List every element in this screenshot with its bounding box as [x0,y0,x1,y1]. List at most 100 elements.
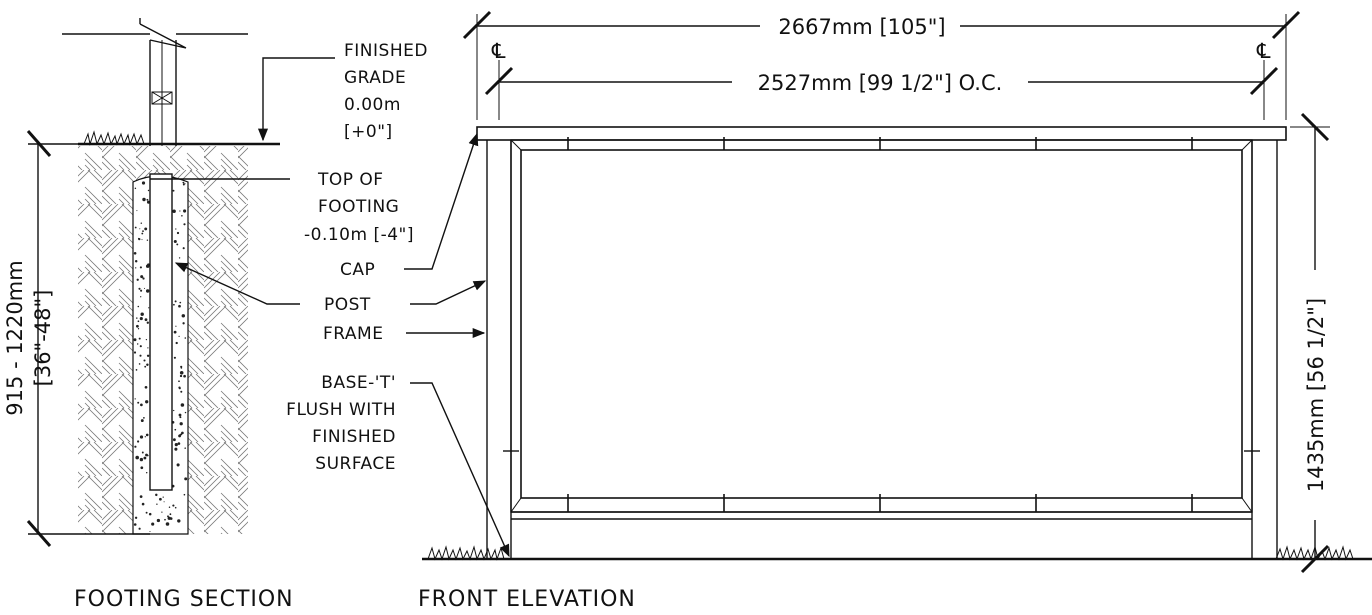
concrete-speck [173,356,176,359]
concrete-speck [184,447,186,449]
concrete-speck [172,189,175,192]
concrete-speck [144,365,147,368]
concrete-speck [183,493,186,496]
concrete-speck [146,239,149,241]
concrete-speck [178,304,181,308]
concrete-speck [137,237,140,240]
concrete-speck [136,317,138,319]
concrete-speck [133,523,137,526]
concrete-speck [159,497,162,501]
concrete-speck [143,456,147,460]
concrete-speck [139,354,142,357]
base-t-line-2: FLUSH WITH [286,400,396,420]
concrete-speck [146,363,149,366]
concrete-speck [144,227,148,231]
base-t-line-1: BASE-'T' [321,373,396,393]
concrete-speck [184,477,188,481]
centerline-symbol-left: ℄ [491,39,506,63]
frame-clips [567,137,1193,512]
concrete-speck [137,305,140,308]
concrete-speck [144,385,148,389]
finished-grade-line-1: FINISHED [344,41,428,61]
concrete-speck [161,511,163,513]
concrete-speck [134,516,138,519]
concrete-speck [133,338,137,342]
overall-width-dimension: 2667mm [105"] [778,15,945,39]
concrete-speck [145,264,150,268]
concrete-speck [133,351,137,354]
concrete-speck [143,359,146,362]
concrete-speck [179,374,183,378]
concrete-speck [179,416,182,419]
concrete-speck [178,335,180,338]
concrete-speck [140,419,144,423]
concrete-speck [136,210,138,212]
concrete-speck [148,307,150,309]
front-elevation: 2667mm [105"] 2527mm [99 1/2"] O.C. ℄ ℄ … [286,10,1372,612]
concrete-speck [156,518,161,523]
concrete-speck [164,518,166,521]
concrete-speck [134,187,137,190]
footing-section-title: FOOTING SECTION [74,587,294,612]
concrete-speck [181,215,183,217]
concrete-speck [138,363,141,365]
concrete-speck [175,325,177,327]
concrete-speck [175,341,178,345]
concrete-speck [183,209,187,213]
finished-grade-line-3: 0.00m [344,95,401,115]
concrete-speck [134,445,137,448]
concrete-speck [165,522,170,526]
concrete-speck [145,433,149,437]
concrete-speck [180,390,183,393]
concrete-speck [176,463,180,467]
concrete-speck [179,371,184,375]
base-t-line-3: FINISHED [312,427,396,447]
concrete-speck [172,209,176,214]
concrete-speck [146,200,151,204]
concrete-speck [141,181,146,185]
concrete-speck [143,287,146,289]
concrete-speck [174,506,177,509]
concrete-speck [141,451,144,454]
concrete-speck [137,328,140,330]
frame-label: FRAME [323,324,383,344]
concrete-speck [162,496,164,498]
concrete-speck [142,277,145,280]
concrete-speck [147,347,149,349]
concrete-speck [174,428,177,431]
base-t-line-4: SURFACE [315,454,396,474]
concrete-speck [139,266,142,269]
post-label: POST [324,295,371,315]
concrete-speck [140,403,143,407]
concrete-speck [177,442,181,445]
concrete-speck [173,303,175,306]
grass-tuft-footing [83,130,145,146]
concrete-speck [139,457,144,462]
concrete-speck [173,330,177,334]
concrete-speck [156,503,158,505]
concrete-speck [140,312,144,316]
concrete-speck [144,318,148,322]
concrete-speck [135,455,139,460]
concrete-speck [134,226,137,229]
concrete-speck [139,228,141,230]
concrete-speck [178,380,180,383]
concrete-speck [183,374,186,378]
concrete-speck [149,530,151,533]
concrete-speck [175,228,177,230]
concrete-speck [167,515,169,518]
concrete-speck [138,337,141,340]
centerline-symbol-right: ℄ [1256,39,1271,63]
concrete-speck [179,301,182,304]
front-elevation-title: FRONT ELEVATION [418,587,636,612]
concrete-speck [147,189,150,192]
concrete-speck [145,400,149,404]
concrete-speck [178,257,181,259]
concrete-speck [184,337,187,339]
concrete-speck [145,338,148,341]
concrete-speck [139,345,142,348]
post-in-footing [149,173,173,491]
concrete-speck [184,183,186,185]
concrete-speck [134,398,136,400]
